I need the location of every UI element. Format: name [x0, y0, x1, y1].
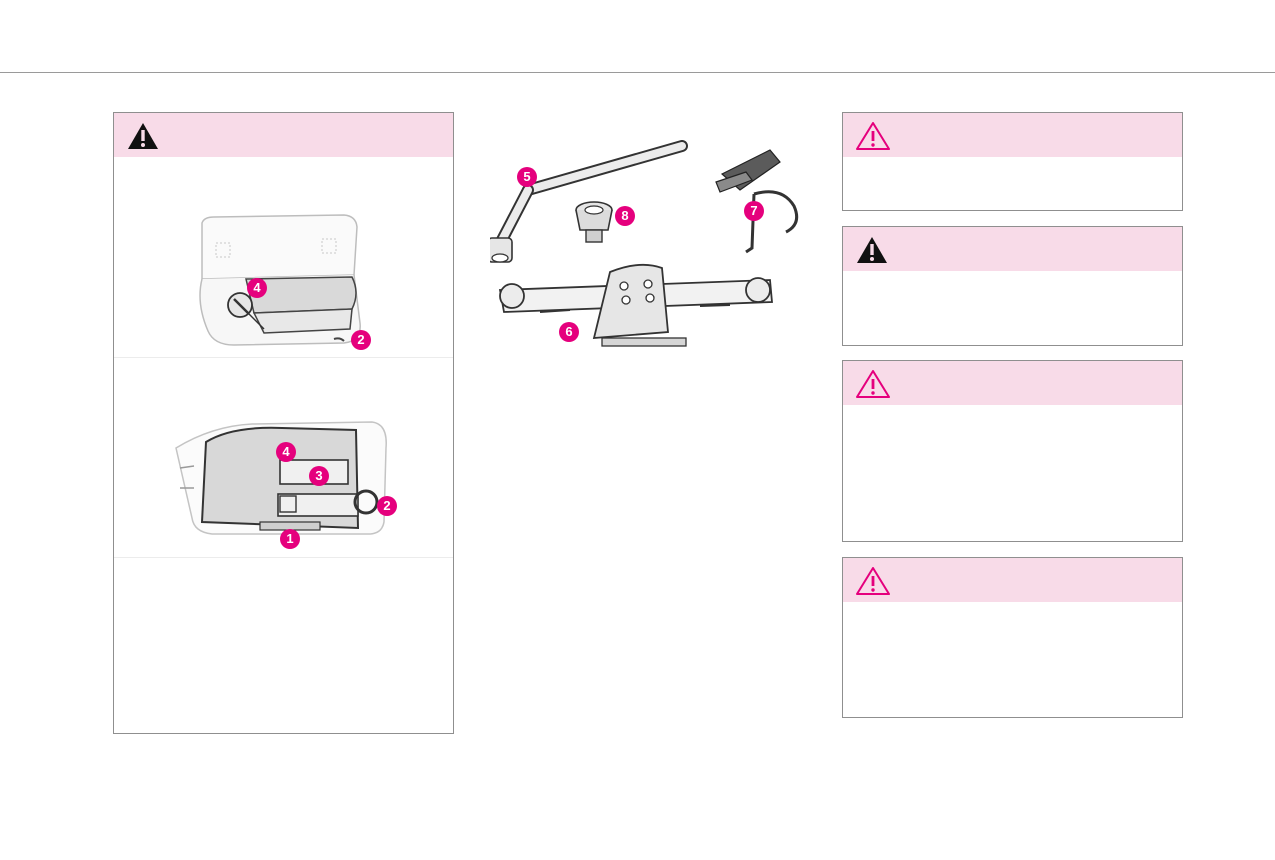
right-warning-panel-4: [842, 557, 1183, 718]
right-warning-panel-3: [842, 360, 1183, 542]
callout-marker: 2: [351, 330, 371, 350]
callout-marker: 4: [247, 278, 267, 298]
warning-triangle-filled-icon: [128, 123, 158, 149]
callout-marker: 2: [377, 496, 397, 516]
warning-header: [843, 558, 1182, 602]
warning-header: [843, 113, 1182, 157]
callout-marker: 6: [559, 322, 579, 342]
callout-marker: 8: [615, 206, 635, 226]
trunk-tool-bag-illustration: [199, 214, 361, 346]
warning-triangle-outline-icon: [856, 370, 890, 398]
callout-marker: 3: [309, 466, 329, 486]
warning-triangle-filled-icon: [857, 237, 887, 263]
callout-marker: 1: [280, 529, 300, 549]
callout-marker: 5: [517, 167, 537, 187]
figure-divider: [114, 357, 453, 358]
callout-marker: 7: [744, 201, 764, 221]
figure-divider: [114, 557, 453, 558]
top-rule: [0, 72, 1275, 73]
warning-header: [843, 361, 1182, 405]
tools-illustration: [490, 140, 799, 347]
callout-marker: 4: [276, 442, 296, 462]
right-warning-panel-1: [842, 112, 1183, 211]
warning-triangle-outline-icon: [856, 567, 890, 595]
warning-header: [843, 227, 1182, 271]
warning-header: [114, 113, 453, 157]
right-warning-panel-2: [842, 226, 1183, 346]
warning-triangle-outline-icon: [856, 122, 890, 150]
left-warning-panel: 4 2 4 3 2 1: [113, 112, 454, 734]
tool-bag-compartment-illustration: [175, 421, 387, 535]
